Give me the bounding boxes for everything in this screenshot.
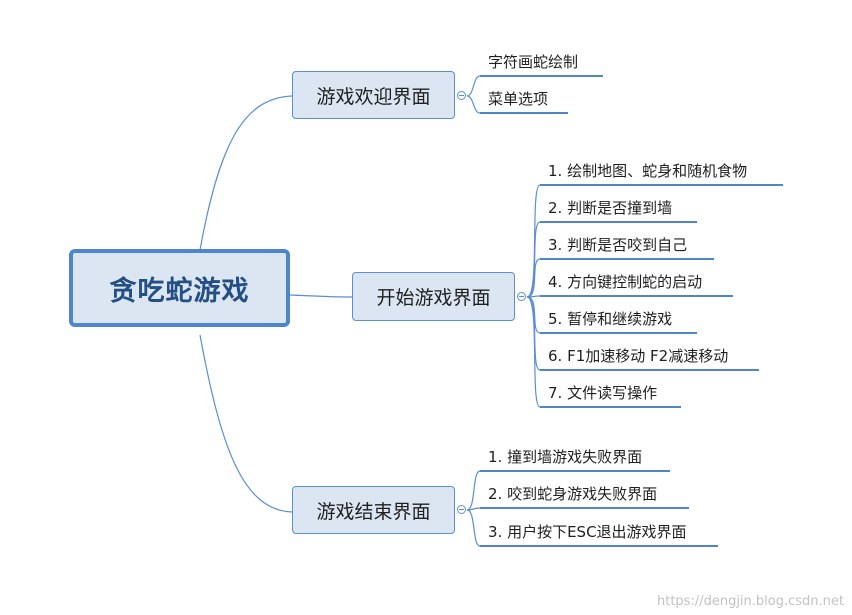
branch-node-start[interactable]: 开始游戏界面 xyxy=(352,272,515,321)
edge-welcome-leaf-1 xyxy=(466,75,481,97)
collapse-toggle-icon[interactable] xyxy=(457,91,466,100)
leaf-node[interactable]: 3. 用户按下ESC退出游戏界面 xyxy=(488,523,687,541)
leaf-node[interactable]: 2. 咬到蛇身游戏失败界面 xyxy=(488,485,658,503)
branch-node-label: 游戏欢迎界面 xyxy=(316,85,431,108)
leaf-node[interactable]: 1. 绘制地图、蛇身和随机食物 xyxy=(548,162,748,180)
edge-root-end xyxy=(199,334,293,513)
leaf-node[interactable]: 3. 判断是否咬到自己 xyxy=(548,236,688,254)
edge-root-start xyxy=(289,294,353,298)
leaf-node[interactable]: 字符画蛇绘制 xyxy=(488,53,579,71)
watermark: https://dengjin.blog.csdn.net xyxy=(656,594,844,609)
edge-root-welcome xyxy=(199,95,293,251)
collapse-toggle-icon[interactable] xyxy=(517,292,526,301)
branch-node-end[interactable]: 游戏结束界面 xyxy=(292,486,455,534)
branch-node-label: 游戏结束界面 xyxy=(316,500,431,523)
edge-start-leaf-7 xyxy=(526,296,541,408)
edge-start-leaf-3 xyxy=(526,258,541,298)
collapse-toggle-icon[interactable] xyxy=(457,505,466,514)
branch-node-label: 开始游戏界面 xyxy=(376,287,491,309)
leaf-node[interactable]: 2. 判断是否撞到墙 xyxy=(548,199,673,217)
edge-start-leaf-6 xyxy=(526,296,541,371)
edge-end-leaf-1 xyxy=(466,470,481,511)
branch-node-welcome[interactable]: 游戏欢迎界面 xyxy=(292,71,455,119)
root-node-label: 贪吃蛇游戏 xyxy=(109,275,250,307)
edge-start-leaf-2 xyxy=(526,221,541,298)
leaf-node[interactable]: 7. 文件读写操作 xyxy=(548,384,658,402)
edge-end-leaf-3 xyxy=(466,509,481,547)
leaf-node[interactable]: 6. F1加速移动 F2减速移动 xyxy=(548,347,729,365)
root-node[interactable]: 贪吃蛇游戏 xyxy=(69,249,290,327)
edge-welcome-leaf-2 xyxy=(466,95,481,114)
leaf-node[interactable]: 菜单选项 xyxy=(488,90,549,108)
leaf-node[interactable]: 1. 撞到墙游戏失败界面 xyxy=(488,448,643,466)
leaf-node[interactable]: 5. 暂停和继续游戏 xyxy=(548,310,673,328)
leaf-node[interactable]: 4. 方向键控制蛇的启动 xyxy=(548,273,703,291)
